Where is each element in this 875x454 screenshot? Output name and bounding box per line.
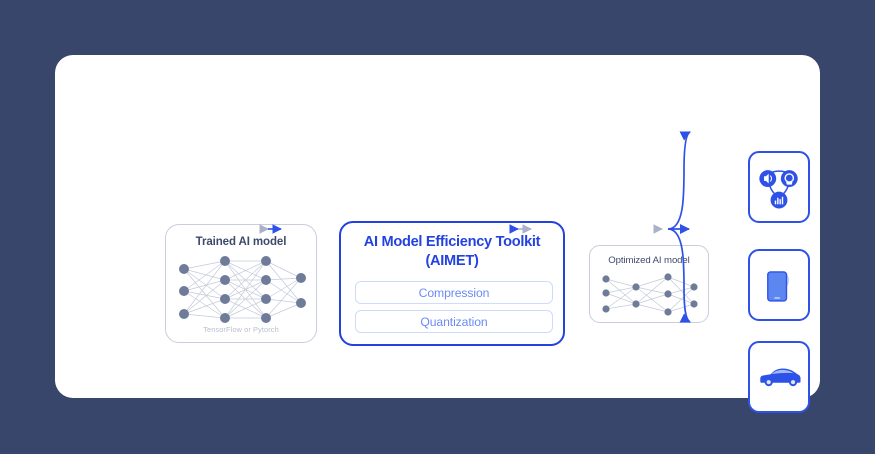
diagram-card: Trained AI model <box>55 55 820 413</box>
target-device-phone[interactable] <box>748 249 810 321</box>
aimet-node: AI Model Efficiency Toolkit (AIMET) Comp… <box>339 221 565 346</box>
target-device-iot[interactable] <box>748 151 810 223</box>
speaker-icon <box>759 170 777 187</box>
trained-model-framework-caption: TensorFlow or Pytorch <box>203 325 279 334</box>
aimet-title: AI Model Efficiency Toolkit (AIMET) <box>341 233 563 271</box>
optimized-model-node: Optimized AI model <box>589 245 709 323</box>
camera-icon <box>780 170 798 187</box>
target-device-car[interactable] <box>748 341 810 413</box>
aimet-feature-compression[interactable]: Compression <box>355 281 553 304</box>
aimet-title-line1: AI Model Efficiency Toolkit <box>363 234 541 250</box>
trained-model-network-graphic <box>179 256 306 323</box>
aimet-title-line2: (AIMET) <box>425 253 479 269</box>
optimized-model-label: Optimized AI model <box>608 255 690 266</box>
aimet-feature-quantization[interactable]: Quantization <box>355 310 553 333</box>
trained-model-label: Trained AI model <box>195 236 287 248</box>
waveform-icon <box>770 191 788 209</box>
trained-model-node: Trained AI model <box>165 224 317 343</box>
smartphone-icon <box>767 271 789 302</box>
iot-devices-icon <box>759 170 798 209</box>
car-icon <box>760 368 801 387</box>
optimized-model-network-graphic <box>602 273 698 316</box>
